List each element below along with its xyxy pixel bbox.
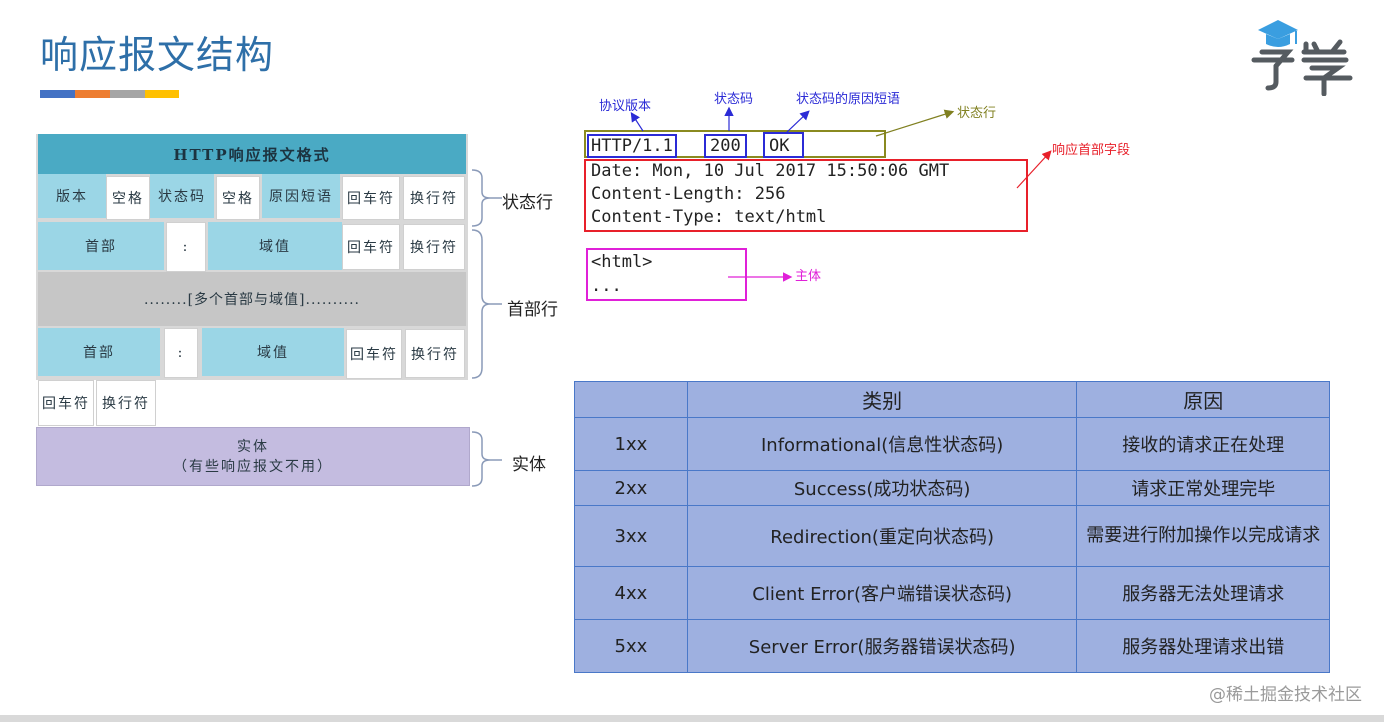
cell-reason: 服务器无法处理请求 — [1076, 566, 1330, 620]
accent-bar-yellow — [145, 90, 179, 98]
annotation-body: 主体 — [795, 269, 822, 284]
cell-header-name: 首部 — [38, 328, 160, 376]
table-row: 4xx Client Error(客户端错误状态码) 服务器无法处理请求 — [574, 566, 1330, 620]
annotation-status-code: 状态码 — [714, 92, 754, 107]
arrow-protocol-version — [630, 111, 644, 132]
accent-bar-blue — [40, 90, 75, 98]
arrow-status-line — [875, 109, 955, 137]
brace-group — [471, 169, 502, 487]
annotation-protocol-version: 协议版本 — [599, 99, 652, 114]
label-status-line: 状态行 — [502, 193, 553, 213]
table-header-row: 类别 原因 — [574, 381, 1330, 418]
cell-reason: 请求正常处理完毕 — [1076, 470, 1330, 506]
graduation-cap-icon — [1251, 20, 1353, 97]
header-content-length: Content-Length: 256 — [591, 184, 786, 204]
cell-reason-phrase: 原因短语 — [262, 174, 340, 218]
logo — [1248, 12, 1358, 97]
cell-category: Client Error(客户端错误状态码) — [686, 566, 1078, 620]
status-code: 200 — [704, 134, 747, 158]
header-content-type: Content-Type: text/html — [591, 207, 827, 227]
status-code-table: 类别 原因 1xx Informational(信息性状态码) 接收的请求正在处… — [574, 381, 1330, 673]
header-date: Date: Mon, 10 Jul 2017 15:50:06 GMT — [591, 161, 950, 181]
cell-entity: 实体 （有些响应报文不用） — [36, 427, 470, 486]
cell-lf: 换行符 — [96, 380, 156, 426]
brace-status-line — [471, 169, 491, 227]
protocol-version: HTTP/1.1 — [587, 134, 677, 158]
table-row: 3xx Redirection(重定向状态码) 需要进行附加操作以完成请求 — [574, 505, 1330, 567]
brace-entity — [471, 431, 491, 487]
brace-header-lines — [471, 229, 491, 379]
cell-space: 空格 — [106, 176, 150, 220]
entity-note: （有些响应报文不用） — [173, 458, 333, 475]
cell-multiple-headers: ........[多个首部与域值].......... — [38, 272, 466, 326]
cell-colon: : — [166, 222, 206, 272]
cell-header-value: 域值 — [202, 328, 344, 376]
cell-category: Redirection(重定向状态码) — [686, 505, 1078, 567]
column-header — [574, 381, 688, 418]
annotation-response-headers: 响应首部字段 — [1052, 143, 1131, 158]
cell-colon: : — [164, 328, 198, 378]
label-entity: 实体 — [512, 455, 546, 475]
cell-category: Informational(信息性状态码) — [686, 417, 1078, 471]
response-headers-box — [584, 159, 1028, 232]
cell-reason: 需要进行附加操作以完成请求 — [1076, 505, 1330, 567]
column-header-category: 类别 — [686, 381, 1078, 418]
table-row: 2xx Success(成功状态码) 请求正常处理完毕 — [574, 470, 1330, 506]
cell-header-name: 首部 — [38, 222, 164, 270]
cell-cr: 回车符 — [38, 380, 94, 426]
cell-reason: 服务器处理请求出错 — [1076, 619, 1330, 673]
cell-cr: 回车符 — [342, 224, 400, 270]
annotation-status-line: 状态行 — [957, 106, 997, 121]
accent-bar-gray — [110, 90, 145, 98]
cell-code-class: 4xx — [574, 566, 688, 620]
cell-status-code: 状态码 — [150, 174, 214, 218]
body-box — [586, 248, 747, 301]
cell-code-class: 1xx — [574, 417, 688, 471]
cell-category: Success(成功状态码) — [686, 470, 1078, 506]
format-header: HTTP响应报文格式 — [38, 134, 466, 174]
entity-title: 实体 — [237, 438, 269, 455]
slide-title: 响应报文结构 — [40, 33, 275, 77]
table-row: 1xx Informational(信息性状态码) 接收的请求正在处理 — [574, 417, 1330, 471]
watermark: @稀土掘金技术社区 — [1209, 685, 1362, 705]
label-header-lines: 首部行 — [507, 300, 558, 320]
column-header-reason: 原因 — [1076, 381, 1330, 418]
accent-bar-orange — [75, 90, 110, 98]
body-ellipsis: ... — [591, 276, 622, 296]
cell-version: 版本 — [38, 174, 106, 218]
cell-code-class: 3xx — [574, 505, 688, 567]
footer-bar — [0, 715, 1384, 722]
table-row: 5xx Server Error(服务器错误状态码) 服务器处理请求出错 — [574, 619, 1330, 673]
cell-lf: 换行符 — [403, 224, 465, 270]
cell-cr: 回车符 — [342, 176, 400, 220]
cell-category: Server Error(服务器错误状态码) — [686, 619, 1078, 673]
cell-code-class: 5xx — [574, 619, 688, 673]
reason-phrase: OK — [763, 132, 804, 158]
cell-lf: 换行符 — [403, 176, 465, 220]
cell-lf: 换行符 — [405, 329, 465, 378]
cell-header-value: 域值 — [208, 222, 342, 270]
cell-cr: 回车符 — [346, 329, 402, 379]
body-html-tag: <html> — [591, 252, 653, 272]
annotation-reason-phrase: 状态码的原因短语 — [796, 92, 901, 107]
cell-code-class: 2xx — [574, 470, 688, 506]
cell-space: 空格 — [216, 176, 260, 220]
cell-reason: 接收的请求正在处理 — [1076, 417, 1330, 471]
